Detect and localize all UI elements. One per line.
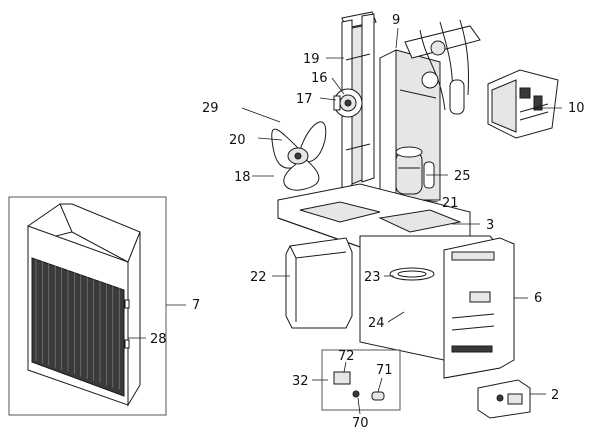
callout-23: 23 (364, 270, 381, 285)
accessory-kit-group (321, 349, 401, 411)
callout-21: 21 (442, 196, 459, 211)
refrigerant-piping (404, 19, 481, 115)
accumulator (449, 79, 465, 115)
callout-72: 72 (338, 349, 355, 364)
control-box (487, 69, 559, 139)
kit-part-72 (333, 371, 351, 385)
callout-18: 18 (234, 170, 251, 185)
leader-lines (128, 27, 562, 415)
callout-6: 6 (534, 291, 542, 306)
kit-part-70 (352, 390, 360, 398)
callout-17: 17 (296, 92, 313, 107)
callout-3: 3 (486, 218, 494, 233)
grille-mesh (31, 257, 125, 397)
callout-28: 28 (150, 332, 167, 347)
callout-labels: 29 20 18 17 16 19 9 10 25 21 3 6 22 23 2… (150, 13, 585, 431)
callout-2: 2 (551, 388, 559, 403)
callout-25: 25 (454, 169, 471, 184)
duct-guard (285, 237, 353, 329)
callout-29: 29 (202, 101, 219, 116)
callout-71: 71 (376, 363, 393, 378)
propeller-fan (271, 121, 327, 191)
callout-19: 19 (303, 52, 320, 67)
callout-24: 24 (368, 316, 385, 331)
panel-right-edge (127, 231, 141, 407)
terminal-cover (477, 379, 531, 419)
cabinet-side-panel (359, 235, 515, 379)
fan-motor (333, 88, 363, 118)
brand-plate (451, 251, 495, 261)
front-grille-panel-group (8, 196, 167, 416)
callout-70: 70 (352, 416, 369, 431)
service-port-strip (451, 345, 493, 353)
kit-part-71 (371, 391, 385, 401)
callout-7: 7 (192, 298, 200, 313)
callout-22: 22 (250, 270, 267, 285)
callout-20: 20 (229, 133, 246, 148)
panel-latch-top (124, 299, 130, 309)
callout-10: 10 (568, 101, 585, 116)
callout-32: 32 (292, 374, 309, 389)
gasket (389, 267, 435, 281)
label-plate (469, 291, 491, 303)
panel-group-frame (8, 196, 167, 416)
panel-latch-bottom (124, 339, 130, 349)
callout-9: 9 (392, 13, 400, 28)
callout-16: 16 (311, 71, 328, 86)
